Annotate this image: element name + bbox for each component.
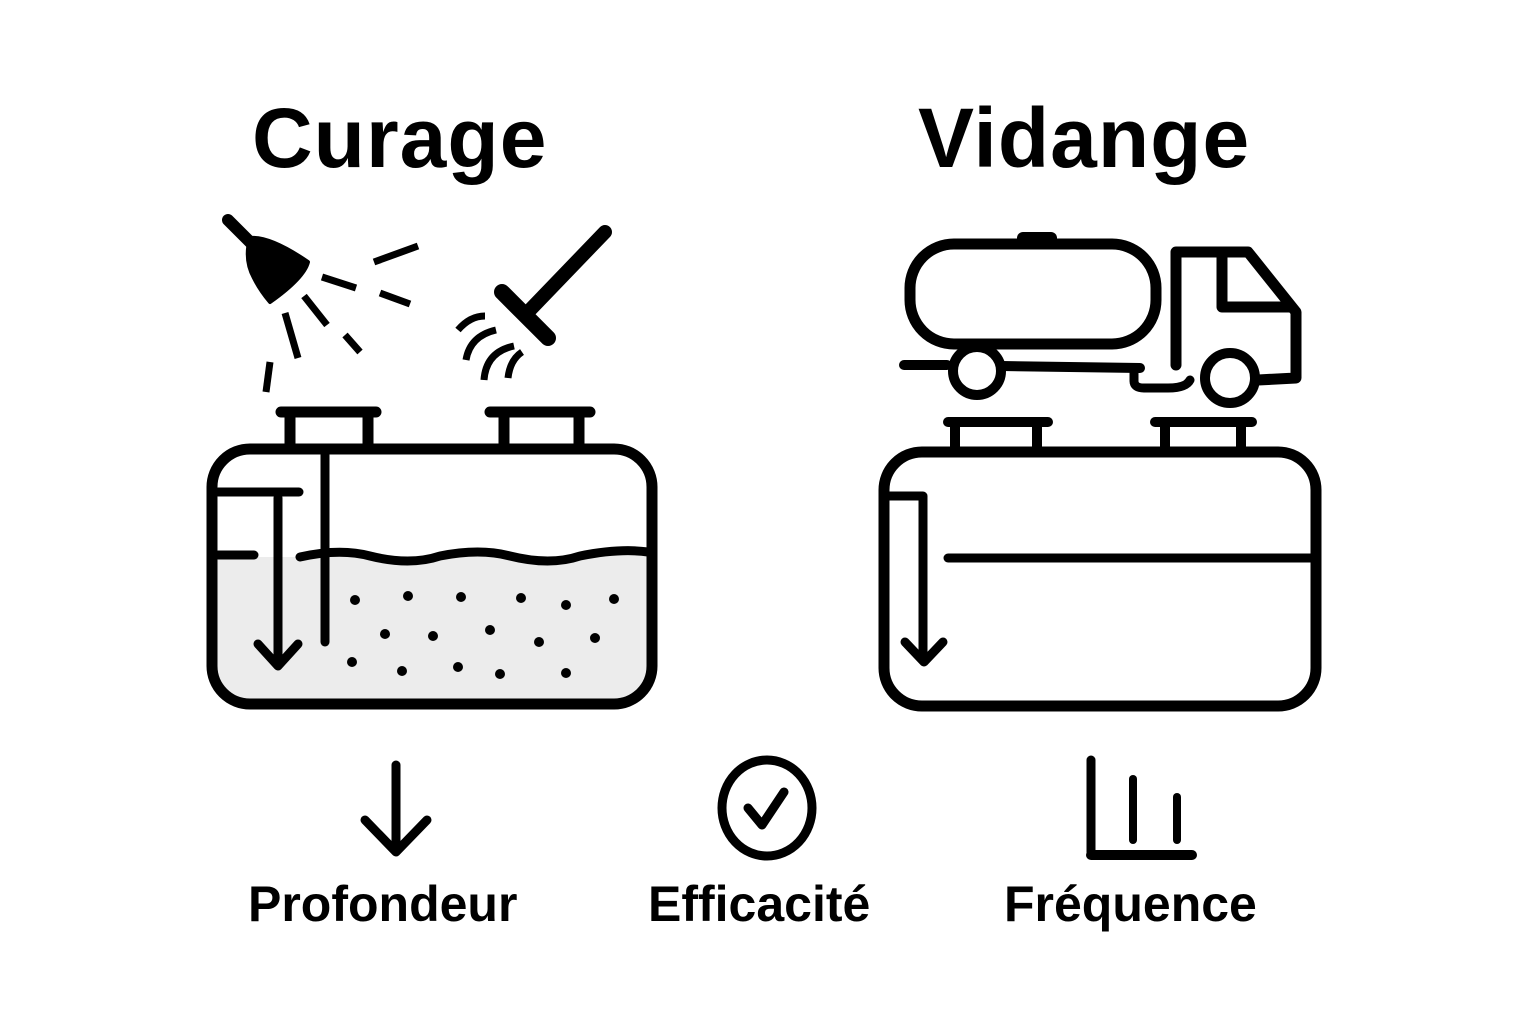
depth-arrow-icon (253, 493, 303, 671)
criterion-label-depth: Profondeur (248, 876, 518, 932)
criterion-label-efficiency: Efficacité (648, 876, 871, 932)
septic-tank-empty-icon (878, 417, 1322, 712)
vidange-title: Vidange (918, 91, 1251, 185)
arrow-down-icon (360, 760, 432, 857)
bar-chart-icon (1086, 755, 1197, 860)
check-circle-icon (717, 755, 817, 861)
brush-broom-icon (455, 225, 612, 381)
criterion-label-frequency: Fréquence (1004, 876, 1257, 932)
curage-title: Curage (252, 91, 548, 185)
septic-tank-with-sludge-icon (206, 406, 658, 710)
vacuum-tanker-truck-icon (899, 232, 1302, 408)
shower-head-spray-icon (222, 214, 420, 393)
